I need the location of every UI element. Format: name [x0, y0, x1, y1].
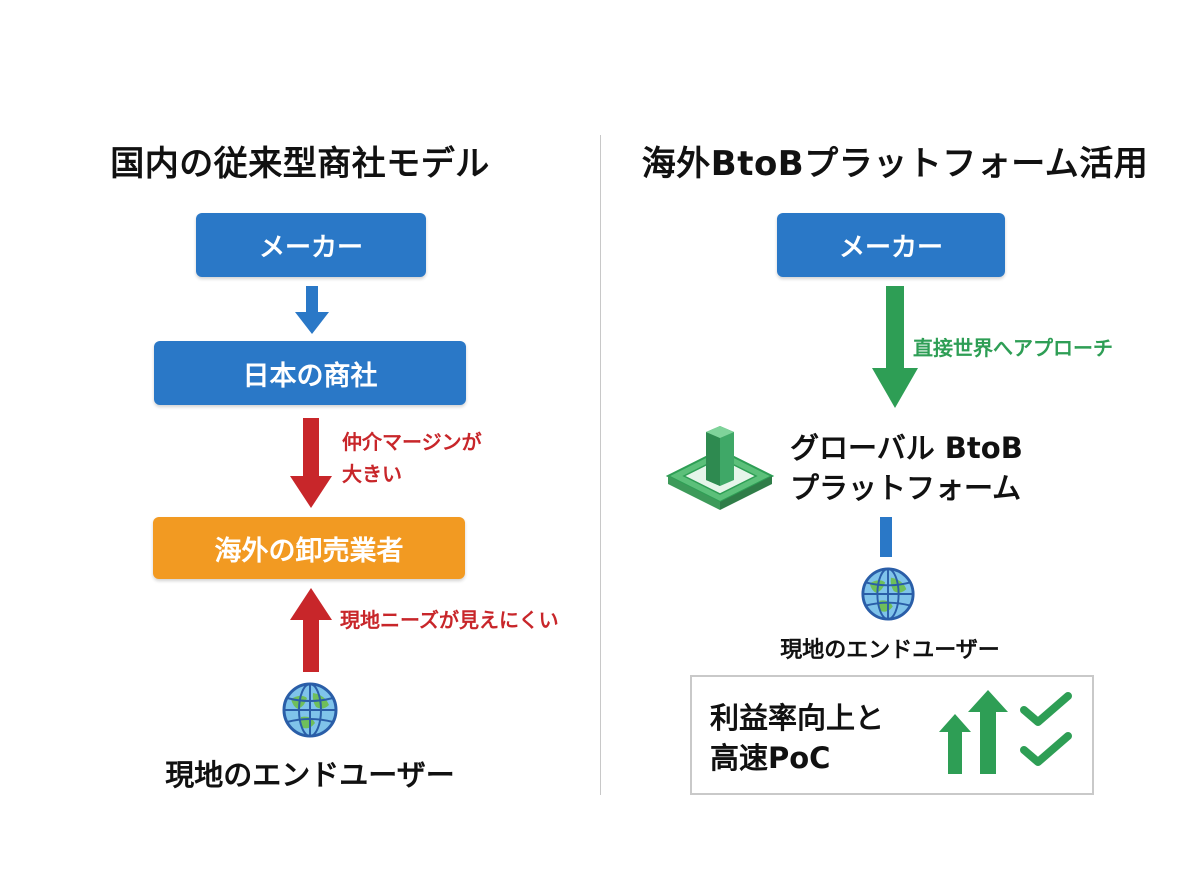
right-platform-label: グローバル BtoB プラットフォーム	[790, 428, 1023, 508]
right-approach-note: 直接世界へアプローチ	[913, 336, 1113, 360]
globe-icon	[861, 567, 915, 621]
right-maker-box: メーカー	[777, 213, 1005, 277]
right-platform-line1: グローバル BtoB	[790, 431, 1023, 465]
result-label: 利益率向上と 高速PoC	[710, 698, 884, 778]
result-box	[690, 675, 1094, 795]
left-arrow-user-to-wholesaler	[290, 588, 332, 672]
right-arrow-maker-to-platform	[872, 286, 918, 408]
right-end-user-label: 現地のエンドユーザー	[780, 638, 1000, 663]
right-title: 海外BtoBプラットフォーム活用	[641, 144, 1149, 184]
left-wholesaler-box: 海外の卸売業者	[153, 517, 465, 579]
right-platform-line2: プラットフォーム	[790, 471, 1022, 505]
left-margin-note-line1: 仲介マージンが	[342, 430, 482, 454]
left-arrow-maker-to-trading	[295, 286, 329, 334]
result-line2: 高速PoC	[710, 741, 831, 775]
checkmarks-icon	[1020, 692, 1072, 766]
left-arrow-trading-to-wholesaler	[290, 418, 332, 508]
globe-icon	[282, 682, 338, 738]
column-divider	[600, 135, 601, 795]
platform-icon	[665, 426, 775, 510]
left-margin-note: 仲介マージンが 大きい	[342, 426, 482, 490]
right-connector-platform-to-user	[880, 517, 892, 557]
left-trading-company-box: 日本の商社	[154, 341, 466, 405]
left-needs-note: 現地ニーズが見えにくい	[340, 608, 559, 632]
up-arrows-icon	[939, 690, 1008, 774]
result-line1: 利益率向上と	[710, 701, 885, 735]
left-end-user-label: 現地のエンドユーザー	[165, 758, 455, 792]
left-maker-box: メーカー	[196, 213, 426, 277]
left-title: 国内の従来型商社モデル	[110, 144, 490, 184]
left-margin-note-line2: 大きい	[342, 462, 402, 486]
